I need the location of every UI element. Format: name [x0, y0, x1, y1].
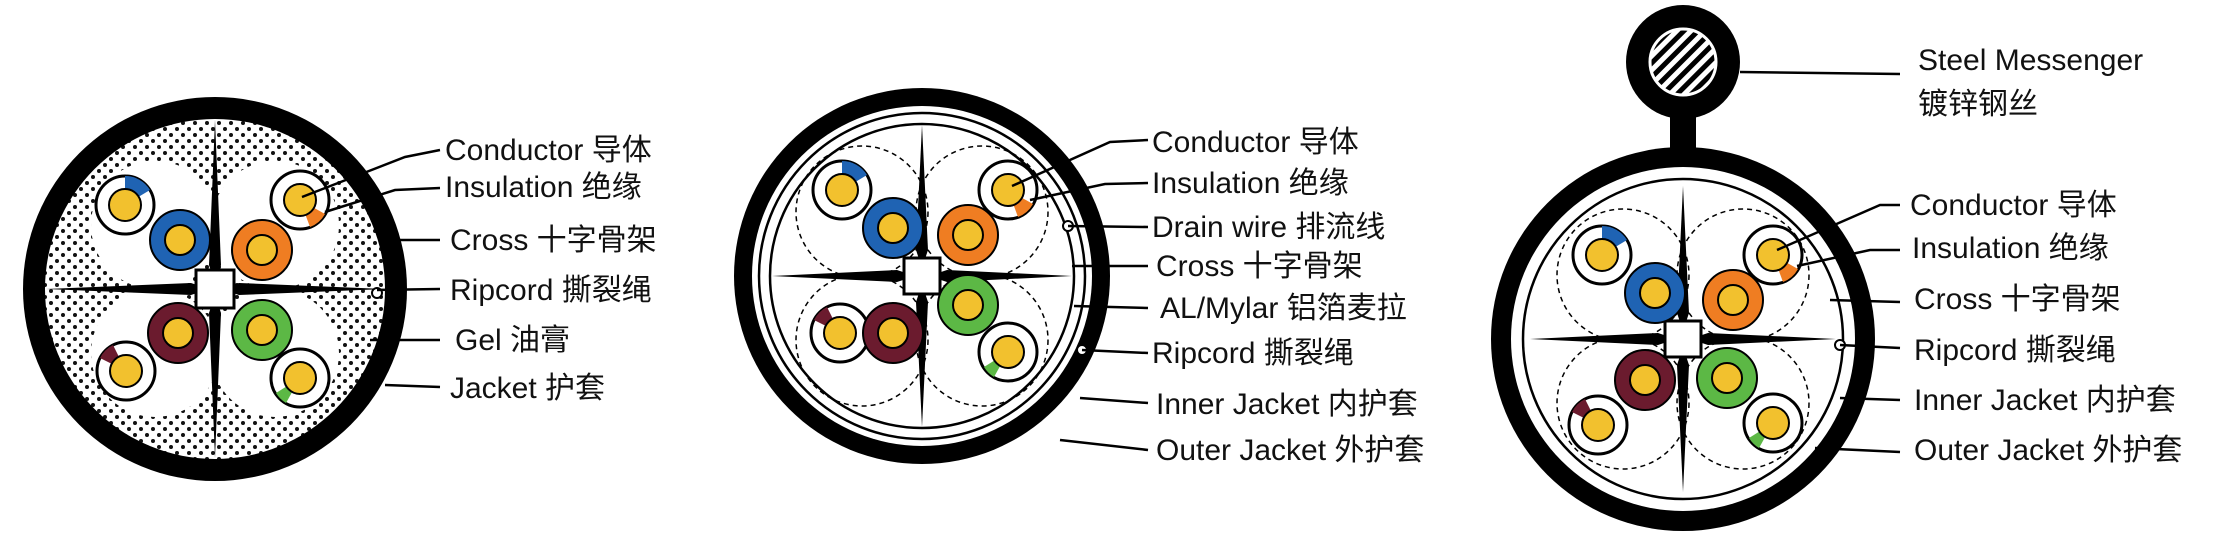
cross-separator: [1530, 186, 1836, 492]
wire-white-green: [977, 321, 1039, 383]
wire-white-blue: [811, 159, 873, 221]
wire-brown: [862, 302, 924, 364]
label-steel-messenger: Steel Messenger: [1918, 44, 2143, 77]
wire-brown: [147, 302, 209, 364]
wire-blue: [1624, 262, 1686, 324]
label-jacket: Jacket 护套: [450, 372, 605, 405]
label-conductor: Conductor 导体: [445, 134, 652, 167]
wire-white-brown: [809, 302, 871, 364]
wire-white-brown: [1567, 394, 1629, 456]
wire-white-blue: [94, 174, 156, 236]
leader-lines: [301, 148, 441, 389]
wire-green: [1696, 347, 1758, 409]
al-mylar-ring: [768, 122, 1076, 430]
wire-white-green: [269, 347, 331, 409]
label-cross: Cross 十字骨架: [1914, 283, 2121, 316]
wire-green: [937, 274, 999, 336]
steel-messenger: [1626, 5, 1740, 160]
cable-diagram-2: Conductor 导体 Insulation 绝缘 Drain wire 排流…: [734, 88, 1424, 467]
label-cross: Cross 十字骨架: [1156, 250, 1363, 283]
inner-jacket-ring: [1521, 177, 1845, 501]
wire-orange: [1702, 269, 1764, 331]
wire-brown: [1614, 349, 1676, 411]
label-steel-messenger-cn: 镀锌钢丝: [1918, 88, 2038, 121]
wire-blue: [149, 209, 211, 271]
label-inner-jacket: Inner Jacket 内护套: [1914, 384, 2176, 417]
wire-blue: [862, 197, 924, 259]
label-ripcord: Ripcord 撕裂绳: [450, 274, 652, 307]
label-al-mylar: AL/Mylar 铝箔麦拉: [1160, 292, 1407, 325]
label-insulation: Insulation 绝缘: [1152, 167, 1349, 200]
label-drain-wire: Drain wire 排流线: [1152, 211, 1385, 244]
wire-green: [231, 299, 293, 361]
leader-lines: [1011, 138, 1149, 452]
label-conductor: Conductor 导体: [1152, 126, 1359, 159]
label-conductor: Conductor 导体: [1910, 189, 2117, 222]
inner-jacket-ring: [757, 111, 1087, 441]
wire-white-green: [1742, 392, 1804, 454]
cable-diagram-3: Steel Messenger 镀锌钢丝 Conductor 导体 Insula…: [1491, 5, 2182, 531]
label-gel: Gel 油膏: [455, 324, 570, 357]
label-cross: Cross 十字骨架: [450, 224, 657, 257]
label-inner-jacket: Inner Jacket 内护套: [1156, 388, 1418, 421]
wire-orange: [231, 219, 293, 281]
cable-diagram-1: Conductor 导体 Insulation 绝缘 Cross 十字骨架 Ri…: [23, 97, 657, 481]
leader-lines: [1739, 70, 1901, 454]
wire-white-orange: [269, 169, 331, 231]
wire-white-orange: [1742, 224, 1804, 286]
label-insulation: Insulation 绝缘: [445, 171, 642, 204]
wire-white-orange: [977, 159, 1039, 221]
label-ripcord: Ripcord 撕裂绳: [1152, 337, 1354, 370]
label-insulation: Insulation 绝缘: [1912, 232, 2109, 265]
wire-white-blue: [1571, 224, 1633, 286]
label-outer-jacket: Outer Jacket 外护套: [1914, 434, 2182, 467]
cross-separator: [46, 120, 384, 458]
wire-white-brown: [95, 340, 157, 402]
label-ripcord: Ripcord 撕裂绳: [1914, 334, 2116, 367]
label-outer-jacket: Outer Jacket 外护套: [1156, 434, 1424, 467]
wire-orange: [937, 204, 999, 266]
